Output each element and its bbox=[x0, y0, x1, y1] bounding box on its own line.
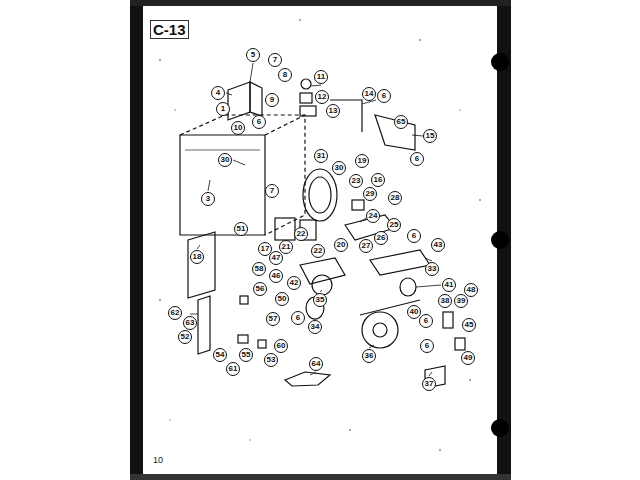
callout-number: 1 bbox=[216, 102, 230, 116]
callout-number: 11 bbox=[314, 70, 328, 84]
callout-number: 9 bbox=[265, 93, 279, 107]
callout-number: 30 bbox=[218, 153, 233, 167]
callout-number: 7 bbox=[268, 53, 282, 67]
callout-number: 27 bbox=[359, 239, 374, 253]
callout-number: 6 bbox=[410, 152, 424, 166]
callout-number: 15 bbox=[423, 129, 438, 143]
callout-number: 50 bbox=[275, 292, 290, 306]
callout-number: 65 bbox=[394, 115, 409, 129]
callout-number: 63 bbox=[183, 316, 198, 330]
callout-number: 22 bbox=[294, 227, 309, 241]
callout-number: 47 bbox=[269, 251, 284, 265]
page-title: C-13 bbox=[150, 20, 189, 39]
callout-number: 6 bbox=[252, 115, 266, 129]
callout-number: 56 bbox=[253, 282, 268, 296]
callout-number: 6 bbox=[407, 229, 421, 243]
callout-number: 38 bbox=[438, 294, 453, 308]
callout-number: 53 bbox=[264, 353, 279, 367]
callout-number: 54 bbox=[213, 348, 228, 362]
callout-number: 35 bbox=[313, 293, 328, 307]
callout-number: 12 bbox=[315, 90, 330, 104]
callout-number: 41 bbox=[442, 278, 457, 292]
callout-number: 4 bbox=[211, 86, 225, 100]
callout-number: 61 bbox=[226, 362, 241, 376]
callout-number: 37 bbox=[422, 377, 437, 391]
page-number: 10 bbox=[152, 455, 164, 465]
callout-number: 19 bbox=[355, 154, 370, 168]
callout-number: 22 bbox=[311, 244, 326, 258]
callout-number: 6 bbox=[377, 89, 391, 103]
callout-number: 18 bbox=[190, 250, 205, 264]
callout-number: 13 bbox=[326, 104, 341, 118]
callout-number: 33 bbox=[425, 262, 440, 276]
callout-number: 30 bbox=[332, 161, 347, 175]
callout-number: 51 bbox=[234, 222, 249, 236]
callout-number: 28 bbox=[388, 191, 403, 205]
callout-number: 20 bbox=[334, 238, 349, 252]
callout-number: 23 bbox=[349, 174, 364, 188]
callout-number: 34 bbox=[308, 320, 323, 334]
leader-lines bbox=[190, 63, 441, 376]
callout-number: 25 bbox=[387, 218, 402, 232]
callout-number: 24 bbox=[366, 209, 381, 223]
callout-number: 29 bbox=[363, 187, 378, 201]
callout-number: 6 bbox=[419, 314, 433, 328]
page-frame bbox=[130, 0, 511, 480]
callout-number: 60 bbox=[274, 339, 289, 353]
parts bbox=[180, 79, 465, 388]
speckle-noise bbox=[159, 19, 481, 451]
callout-number: 7 bbox=[265, 184, 279, 198]
callout-number: 8 bbox=[278, 68, 292, 82]
callout-number: 10 bbox=[231, 121, 246, 135]
callout-number: 14 bbox=[362, 87, 377, 101]
callout-number: 43 bbox=[431, 238, 446, 252]
callout-number: 42 bbox=[287, 276, 302, 290]
callout-number: 57 bbox=[266, 312, 281, 326]
callout-number: 6 bbox=[420, 339, 434, 353]
callout-number: 58 bbox=[252, 262, 267, 276]
callout-number: 64 bbox=[309, 357, 324, 371]
callout-number: 5 bbox=[246, 48, 260, 62]
callout-number: 26 bbox=[374, 231, 389, 245]
callout-number: 16 bbox=[371, 173, 386, 187]
callout-number: 52 bbox=[178, 330, 193, 344]
callout-number: 46 bbox=[269, 269, 284, 283]
callout-number: 45 bbox=[462, 318, 477, 332]
callout-number: 31 bbox=[314, 149, 329, 163]
callout-number: 55 bbox=[239, 348, 254, 362]
callout-number: 6 bbox=[291, 311, 305, 325]
callout-number: 39 bbox=[454, 294, 469, 308]
callout-number: 62 bbox=[168, 306, 183, 320]
callout-number: 3 bbox=[201, 192, 215, 206]
callout-number: 49 bbox=[461, 351, 476, 365]
callout-number: 36 bbox=[362, 349, 377, 363]
